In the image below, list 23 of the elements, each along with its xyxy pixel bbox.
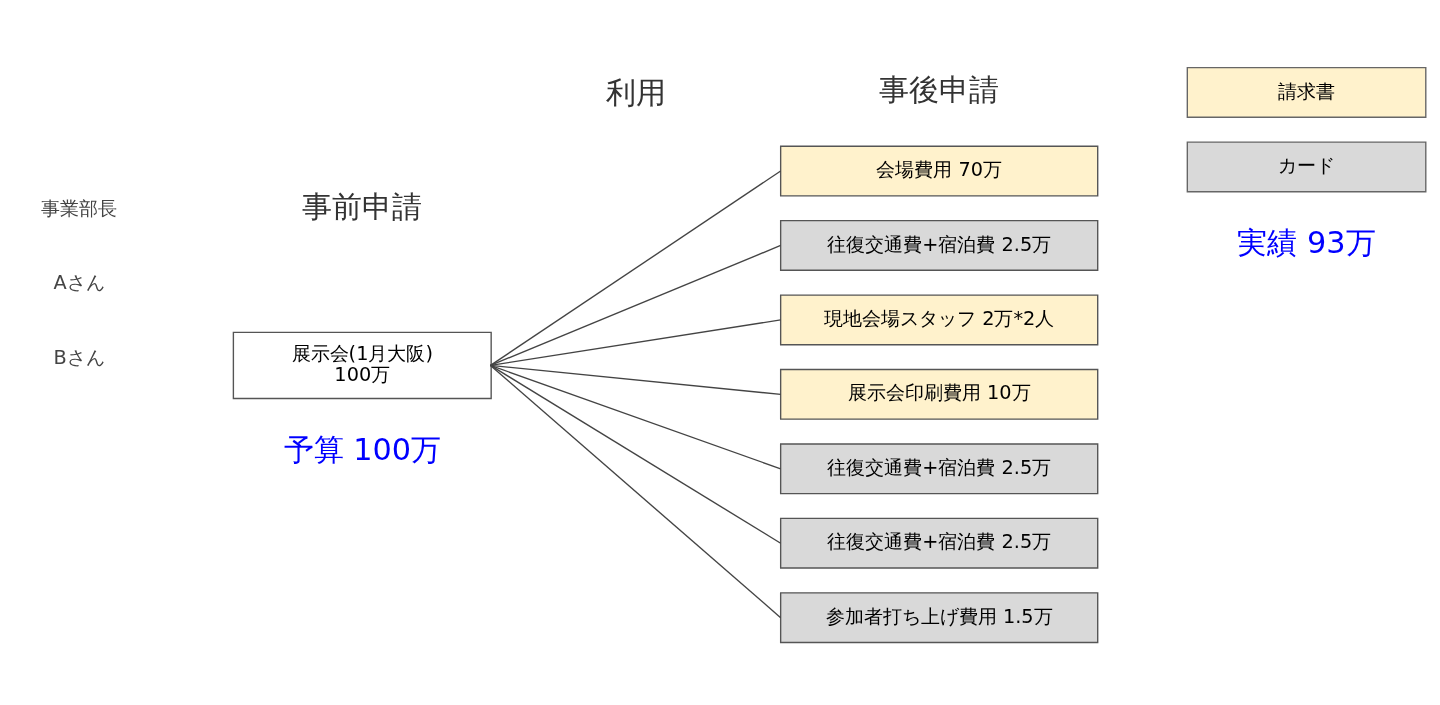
label: 事業部長 bbox=[41, 196, 117, 220]
node-box: 往復交通費+宿泊費 2.5万 bbox=[779, 517, 1099, 569]
node-box: 会場費用 70万 bbox=[779, 145, 1099, 197]
node-box: 展示会印刷費用 10万 bbox=[779, 368, 1099, 420]
label: 事前申請 bbox=[302, 188, 423, 224]
node-box: 往復交通費+宿泊費 2.5万 bbox=[779, 219, 1099, 271]
connector bbox=[489, 364, 782, 544]
label: 予算 100万 bbox=[283, 431, 442, 467]
connector bbox=[489, 169, 782, 366]
label: 実績 93万 bbox=[1237, 224, 1376, 260]
label: 利用 bbox=[605, 74, 666, 110]
legend-label: 請求書 bbox=[1278, 79, 1336, 103]
node-box: 展示会(1月大阪) 100万 bbox=[232, 331, 492, 399]
connector bbox=[489, 364, 782, 618]
label: Bさん bbox=[53, 345, 105, 369]
node-box: 現地会場スタッフ 2万*2人 bbox=[779, 293, 1099, 345]
node-box: 往復交通費+宿泊費 2.5万 bbox=[779, 442, 1099, 494]
label: Aさん bbox=[53, 270, 105, 294]
connector bbox=[489, 364, 782, 469]
node-box: 参加者打ち上げ費用 1.5万 bbox=[779, 591, 1099, 643]
label: 事後申請 bbox=[879, 71, 1000, 107]
legend-label: カード bbox=[1278, 153, 1336, 177]
connector bbox=[489, 244, 782, 366]
